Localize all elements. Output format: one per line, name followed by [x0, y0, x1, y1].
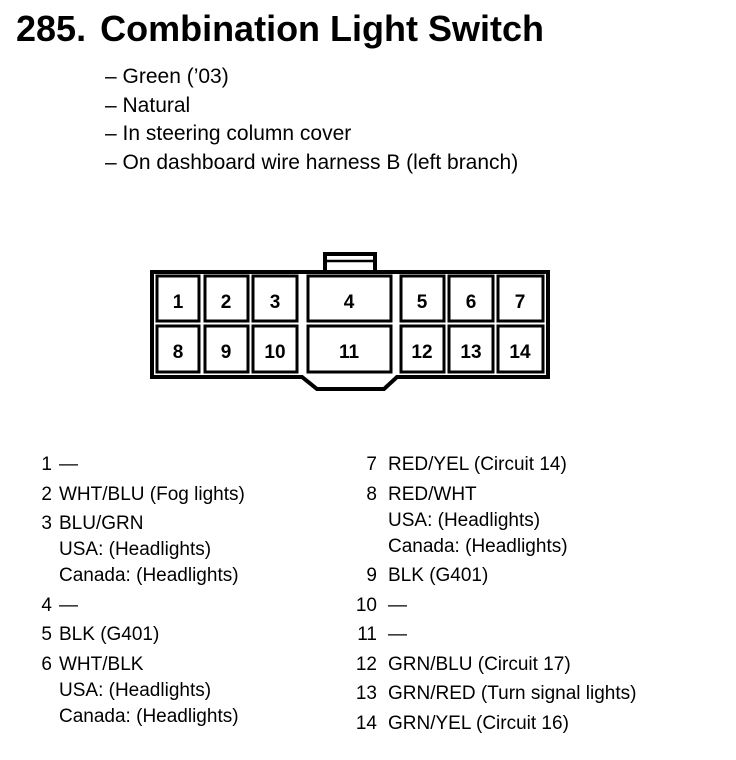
pin-number: 11 — [339, 342, 360, 363]
connector-lock-tab — [323, 252, 377, 274]
pin-number: 8 — [173, 342, 184, 363]
pin-cavity — [399, 274, 446, 323]
pin-entry: 7 RED/YEL (Circuit 14) — [353, 452, 636, 478]
pin-number: 9 — [221, 342, 232, 363]
pin-cavity — [496, 274, 545, 323]
pin-entry: 1 — — [30, 452, 245, 478]
pin-entry-wire: RED/WHT — [388, 483, 477, 505]
pin-entry-number: 2 — [41, 483, 52, 505]
pin-cavity — [399, 324, 446, 374]
pin-entry-wire: BLK (G401) — [59, 624, 160, 645]
connector-diagram: 1 2 3 4 5 6 7 8 9 10 11 12 13 14 — [150, 252, 550, 391]
pin-entry-usa: USA: (Headlights) — [388, 509, 541, 531]
pin-number: 14 — [509, 342, 531, 363]
pin-entry-number: 6 — [41, 653, 52, 675]
pin-cavity — [155, 324, 201, 374]
pin-entry-number: 12 — [355, 653, 377, 675]
pin-entry-wire: GRN/YEL (Circuit 16) — [388, 712, 569, 734]
pin-entry-wire: — — [388, 624, 407, 645]
pin-entry: 4 — — [30, 593, 245, 619]
title-text: Combination Light Switch — [100, 8, 545, 49]
pin-cavity — [203, 274, 250, 323]
pin-cavity — [203, 324, 250, 374]
pin-entry: 5 BLK (G401) — [30, 622, 245, 648]
pin-entry-wire: BLK (G401) — [388, 565, 489, 586]
pin-entry-canada: Canada: (Headlights) — [59, 705, 239, 727]
pin-entry: 8 RED/WHT USA: (Headlights) Canada: (Hea… — [353, 482, 636, 560]
pin-entry-canada: Canada: (Headlights) — [388, 535, 568, 557]
pin-entry-wire: WHT/BLU (Fog lights) — [59, 483, 245, 505]
pin-entry: 11 — — [353, 622, 636, 648]
pin-entry: 12 GRN/BLU (Circuit 17) — [353, 652, 636, 678]
pin-number: 5 — [417, 292, 428, 313]
pin-cavity — [447, 274, 495, 323]
pin-number: 4 — [344, 292, 355, 313]
pin-entry-wire: — — [59, 454, 78, 475]
pin-cavity — [251, 274, 299, 323]
pin-entry-number: 4 — [41, 594, 52, 616]
pin-cavity — [496, 324, 545, 374]
pin-number: 2 — [221, 292, 232, 313]
pin-cavity — [306, 274, 393, 323]
pin-entry-usa: USA: (Headlights) — [59, 679, 212, 701]
pin-entry-wire: — — [59, 594, 78, 616]
pin-entry-number: 13 — [355, 683, 377, 704]
pin-cavity — [447, 324, 495, 374]
pin-cavity — [251, 324, 299, 374]
page-title: 285. Combination Light Switch — [16, 8, 544, 50]
pin-entry-wire: GRN/RED (Turn signal lights) — [388, 683, 637, 704]
pin-cavity — [306, 324, 393, 374]
pin-entry-number: 5 — [41, 624, 52, 645]
pin-entry-number: 10 — [355, 594, 377, 616]
pin-entry: 13 GRN/RED (Turn signal lights) — [353, 681, 637, 707]
property-item: – Green (’03) — [105, 65, 229, 88]
pin-entry-number: 3 — [41, 513, 52, 534]
pin-entry: 6 WHT/BLK USA: (Headlights) Canada: (Hea… — [30, 652, 245, 730]
pin-entry: 14 GRN/YEL (Circuit 16) — [353, 711, 636, 737]
pin-entry-wire: RED/YEL (Circuit 14) — [388, 454, 567, 475]
pin-number: 6 — [466, 292, 477, 313]
pin-number: 12 — [411, 342, 432, 363]
property-item: – In steering column cover — [105, 122, 352, 146]
pin-entry-number: 14 — [355, 712, 377, 734]
pin-entry-wire: — — [388, 594, 407, 616]
pin-entry-number: 7 — [366, 454, 377, 475]
pin-entry-number: 8 — [366, 483, 377, 505]
pin-entry-wire: BLU/GRN — [59, 513, 144, 534]
pin-number: 3 — [270, 292, 281, 313]
pin-number: 10 — [264, 342, 285, 363]
pin-number: 1 — [173, 292, 184, 313]
connector-properties: – Green (’03) – Natural – In steering co… — [105, 63, 518, 178]
pin-number: 7 — [515, 292, 526, 313]
property-item: – Natural — [105, 93, 191, 117]
pin-entry: 10 — — [353, 593, 636, 619]
pin-number: 13 — [460, 342, 481, 363]
pin-entry-wire: WHT/BLK — [59, 653, 144, 675]
connector-housing — [150, 270, 550, 391]
title-number: 285. — [16, 8, 87, 49]
pin-entry-usa: USA: (Headlights) — [59, 539, 212, 560]
pin-entry-wire: GRN/BLU (Circuit 17) — [388, 653, 571, 675]
pin-cavity — [155, 274, 201, 323]
pin-entry: 9 BLK (G401) — [353, 563, 636, 589]
property-item: – On dashboard wire harness B (left bran… — [105, 151, 519, 175]
pin-list-left: 1 — 2 WHT/BLU (Fog lights) 3 BLU/GRN USA… — [30, 452, 245, 733]
pin-entry-number: 9 — [366, 565, 377, 586]
pin-list-right: 7 RED/YEL (Circuit 14) 8 RED/WHT USA: (H… — [353, 452, 637, 740]
pin-entry-number: 1 — [41, 454, 52, 475]
pin-entry-number: 11 — [357, 624, 377, 645]
pin-entry: 3 BLU/GRN USA: (Headlights) Canada: (Hea… — [30, 511, 245, 589]
pin-entry-canada: Canada: (Headlights) — [59, 565, 239, 586]
pin-entry: 2 WHT/BLU (Fog lights) — [30, 482, 245, 508]
